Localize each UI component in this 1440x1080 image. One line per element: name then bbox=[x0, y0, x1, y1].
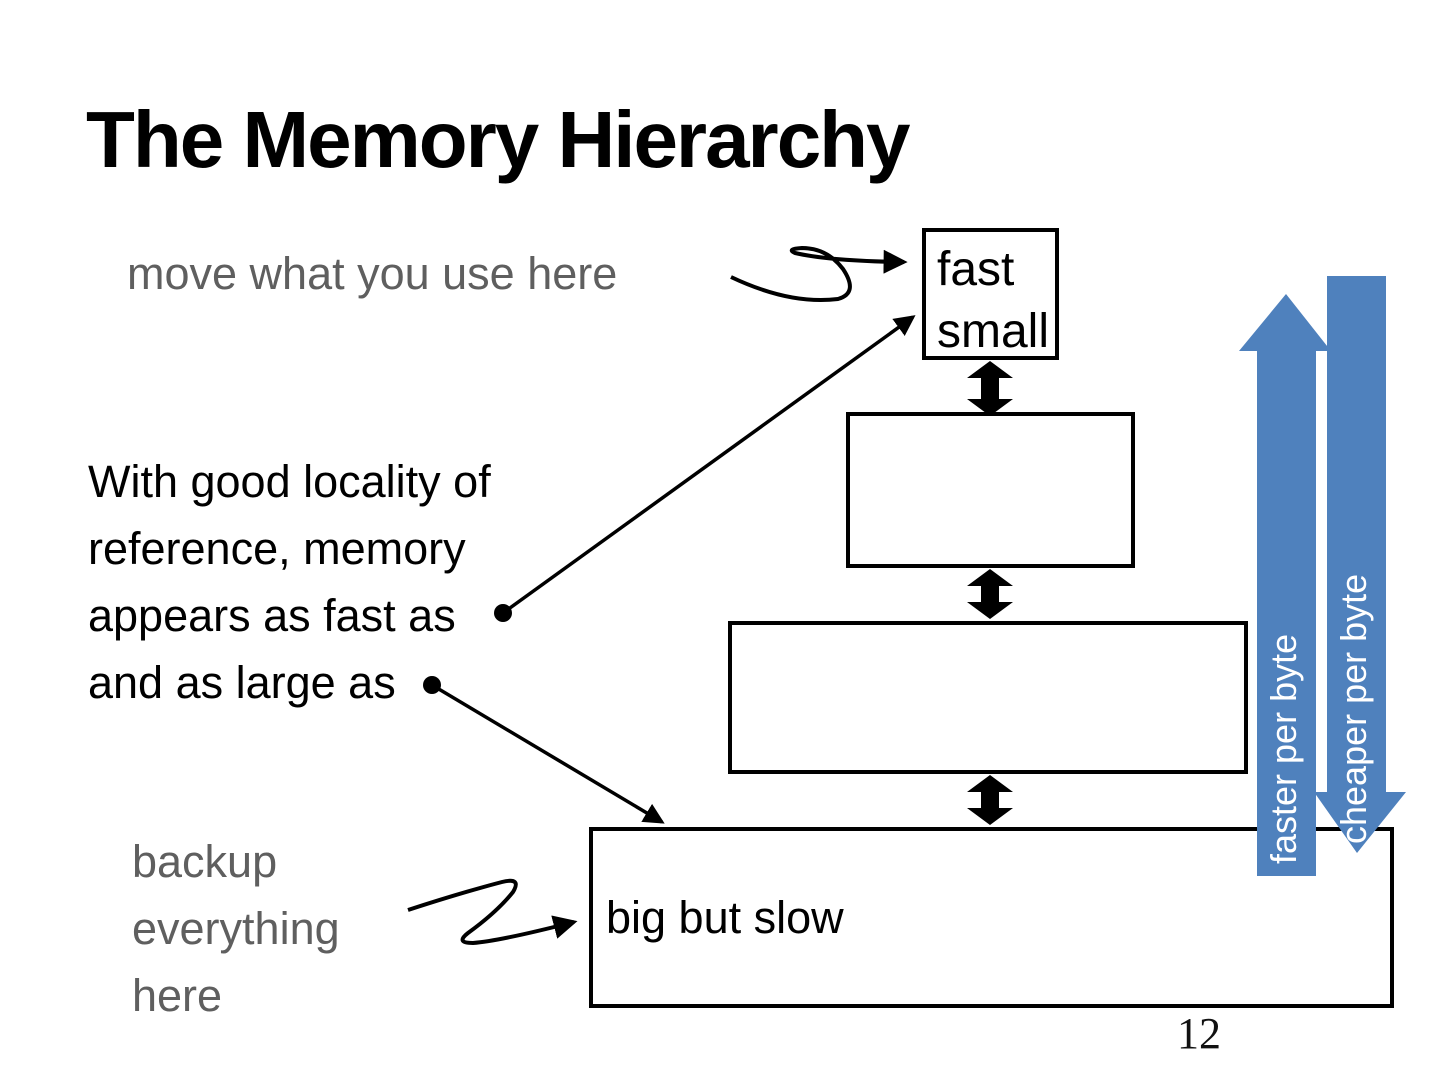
backup-line-1: backup bbox=[132, 836, 278, 887]
locality-text: With good locality of reference, memory … bbox=[88, 448, 491, 716]
backup-text: backup everything here bbox=[132, 828, 340, 1029]
memory-box-level1: fast small bbox=[922, 228, 1059, 360]
locality-line-4: and as large as bbox=[88, 657, 396, 708]
note-move-what-you-use: move what you use here bbox=[127, 248, 618, 299]
locality-line-2: reference, memory bbox=[88, 523, 466, 574]
faster-per-byte-label: faster per byte bbox=[1263, 633, 1304, 864]
double-arrow-l3-l4-icon bbox=[967, 775, 1013, 825]
locality-line-3: appears as fast as bbox=[88, 590, 456, 641]
backup-line-3: here bbox=[132, 970, 223, 1021]
fast-as-dot bbox=[494, 604, 512, 622]
page-number: 12 bbox=[1177, 1009, 1221, 1058]
fast-label: fast bbox=[937, 243, 1015, 296]
big-but-slow-label: big but slow bbox=[606, 891, 844, 943]
memory-box-level3 bbox=[728, 621, 1248, 774]
move-here-squiggle-arrow-icon bbox=[730, 245, 908, 303]
cheaper-per-byte-label: cheaper per byte bbox=[1333, 573, 1374, 844]
locality-line-1: With good locality of bbox=[88, 456, 491, 507]
double-arrow-l1-l2-icon bbox=[967, 361, 1013, 416]
slide-title: The Memory Hierarchy bbox=[86, 95, 911, 184]
double-arrow-l2-l3-icon bbox=[967, 569, 1013, 619]
backup-line-2: everything bbox=[132, 903, 340, 954]
memory-box-level2 bbox=[846, 412, 1135, 568]
small-label: small bbox=[937, 305, 1050, 358]
backup-squiggle-arrow-icon bbox=[407, 878, 578, 946]
